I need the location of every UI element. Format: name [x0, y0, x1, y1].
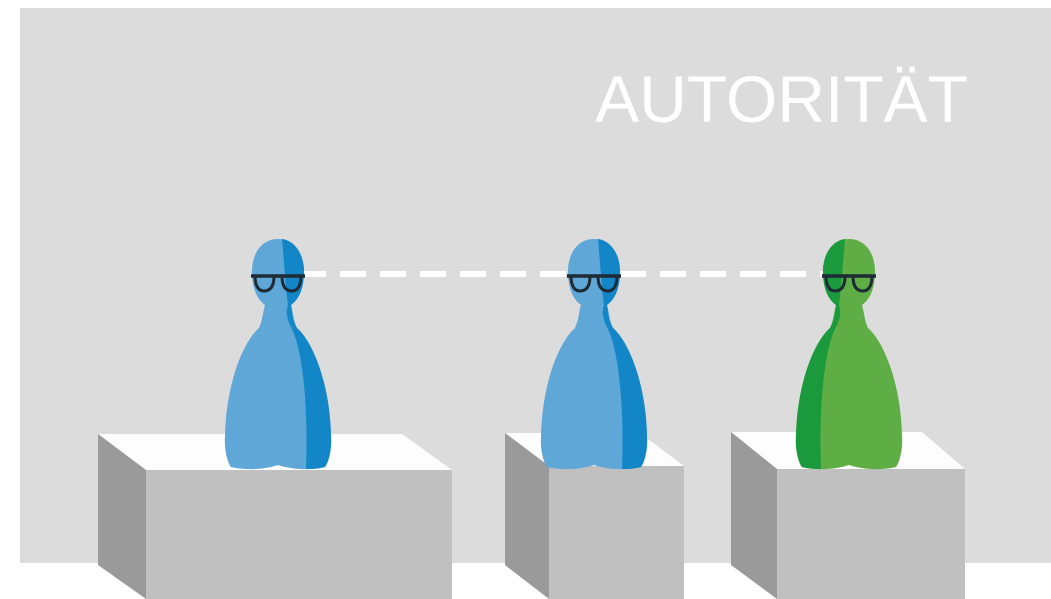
- pedestal-front: [777, 469, 965, 599]
- pedestal-front: [549, 466, 684, 599]
- title: AUTORITÄT: [595, 62, 968, 136]
- pedestal-front: [146, 470, 452, 599]
